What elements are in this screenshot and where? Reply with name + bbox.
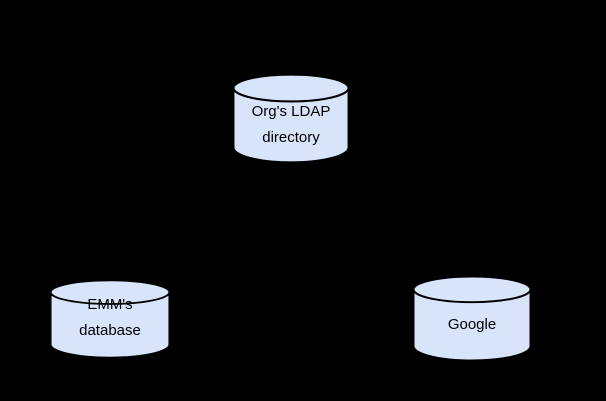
node-label-line: EMM's <box>87 296 133 313</box>
node-label-line: Google <box>447 316 497 333</box>
database-cylinder-icon <box>232 73 350 164</box>
database-cylinder-icon <box>49 279 171 359</box>
node-label: Org's LDAP directory <box>232 73 350 164</box>
node-label-line: Org's LDAP <box>251 103 331 120</box>
ldap-directory-node: Org's LDAP directory <box>232 73 350 164</box>
emm-database-node: EMM's database <box>49 279 171 359</box>
database-cylinder-icon <box>412 275 532 362</box>
node-label-line: database <box>79 322 141 339</box>
google-database-node: Google <box>412 275 532 362</box>
node-label: EMM's database <box>49 279 171 359</box>
node-label-line: directory <box>262 129 320 146</box>
node-label: Google <box>412 275 532 362</box>
